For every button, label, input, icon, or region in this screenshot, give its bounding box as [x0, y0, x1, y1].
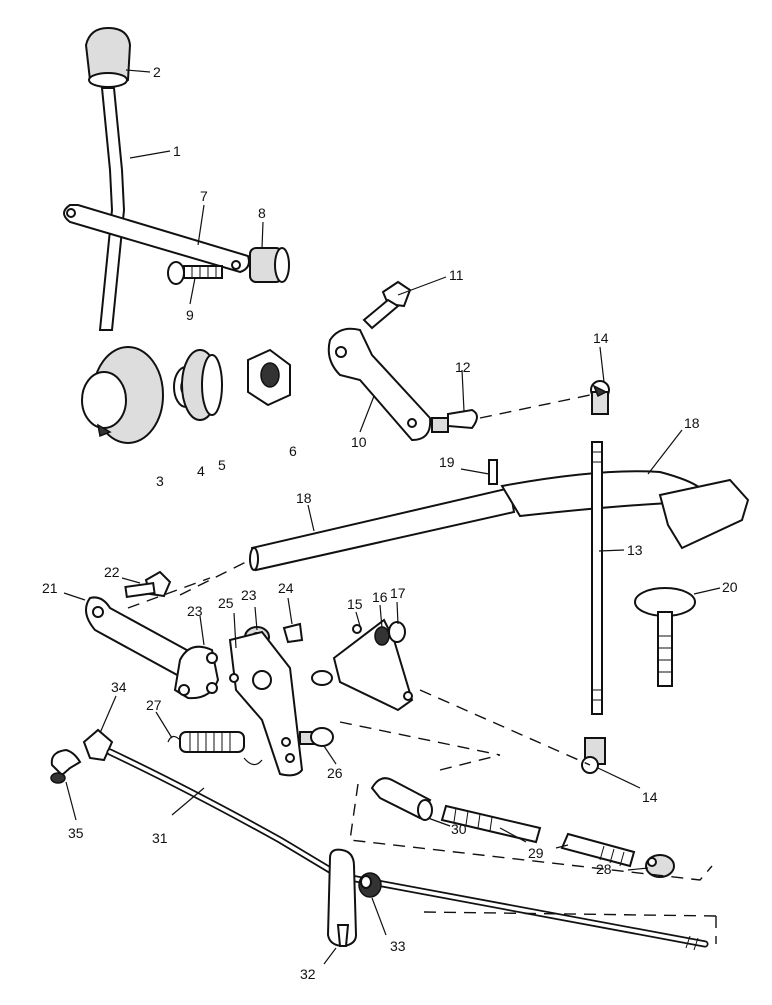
label-21: 21	[42, 580, 58, 596]
label-7: 7	[200, 188, 208, 204]
label-8: 8	[258, 205, 266, 221]
part-9-screw	[167, 261, 223, 285]
label-24: 24	[278, 580, 294, 596]
part-10-lever	[327, 327, 432, 442]
label-29: 29	[528, 845, 544, 861]
label-14-top: 14	[593, 330, 609, 346]
label-19: 19	[439, 454, 455, 470]
part-18-shaft	[249, 486, 516, 572]
label-33: 33	[390, 938, 406, 954]
label-30: 30	[451, 821, 467, 837]
label-5: 5	[218, 457, 226, 473]
label-35: 35	[68, 825, 84, 841]
label-18-shaft: 18	[296, 490, 312, 506]
part-30-sleeve	[370, 777, 433, 821]
label-31: 31	[152, 830, 168, 846]
part-26-ball-stud	[299, 727, 334, 747]
label-20: 20	[722, 579, 738, 595]
label-12: 12	[455, 359, 471, 375]
label-23-right: 23	[241, 587, 257, 603]
label-26: 26	[327, 765, 343, 781]
part-25-bellcrank	[228, 630, 304, 777]
part-18-pedal-arm	[500, 470, 750, 550]
part-6-nut	[247, 348, 291, 407]
part-31-cable	[106, 748, 709, 951]
label-1: 1	[173, 143, 181, 159]
part-5-spacer	[181, 349, 223, 421]
label-22: 22	[104, 564, 120, 580]
part-11-bolt	[362, 280, 412, 330]
part-15-bracket	[311, 618, 414, 712]
label-23-left: 23	[187, 603, 203, 619]
part-22-bolt	[124, 570, 172, 599]
label-11: 11	[449, 267, 464, 283]
part-7-lever-arm	[63, 204, 250, 274]
label-2: 2	[153, 64, 161, 80]
label-14-bottom: 14	[642, 789, 658, 805]
part-19-pin	[488, 459, 498, 485]
part-34-ferrule	[82, 728, 114, 762]
label-32: 32	[300, 966, 316, 982]
part-1-lever-rod	[98, 87, 126, 331]
part-12-ball-stud	[431, 408, 478, 433]
label-3: 3	[156, 473, 164, 489]
label-13: 13	[627, 542, 643, 558]
part-28-ball-joint	[645, 854, 675, 878]
part-35-clip	[50, 748, 82, 784]
label-27: 27	[146, 697, 162, 713]
label-6: 6	[289, 443, 297, 459]
part-17-nut	[388, 621, 406, 643]
part-24-pin	[282, 622, 304, 644]
label-15: 15	[347, 596, 363, 612]
label-25: 25	[218, 595, 234, 611]
part-14-fitting-bottom	[581, 737, 606, 774]
label-17: 17	[390, 585, 406, 601]
label-28: 28	[596, 861, 612, 877]
part-33-nut	[358, 872, 382, 898]
part-20-bolt	[634, 587, 696, 687]
label-4: 4	[197, 463, 205, 479]
part-16-spring	[374, 626, 390, 646]
label-9: 9	[186, 307, 194, 323]
label-10: 10	[351, 434, 367, 450]
part-29-threaded-rod	[440, 804, 542, 844]
part-8-bushing	[249, 247, 290, 283]
part-29-threaded-rod-end	[560, 832, 636, 868]
part-27-spring	[167, 731, 263, 766]
part-23-plate-left	[173, 645, 220, 700]
part-32-bracket	[326, 848, 358, 948]
label-16: 16	[372, 589, 388, 605]
part-3-pivot-housing	[81, 346, 164, 444]
part-13-rod	[591, 441, 603, 715]
callout-labels: 1 2 3 4 5 6 7 8 9 10 11 12 13 14 18 19 1…	[42, 64, 738, 982]
leader-lines	[63, 69, 721, 965]
part-14-fitting-top	[590, 380, 610, 415]
label-18-pedal: 18	[684, 415, 700, 431]
part-2-knob	[84, 26, 132, 88]
label-34: 34	[111, 679, 127, 695]
